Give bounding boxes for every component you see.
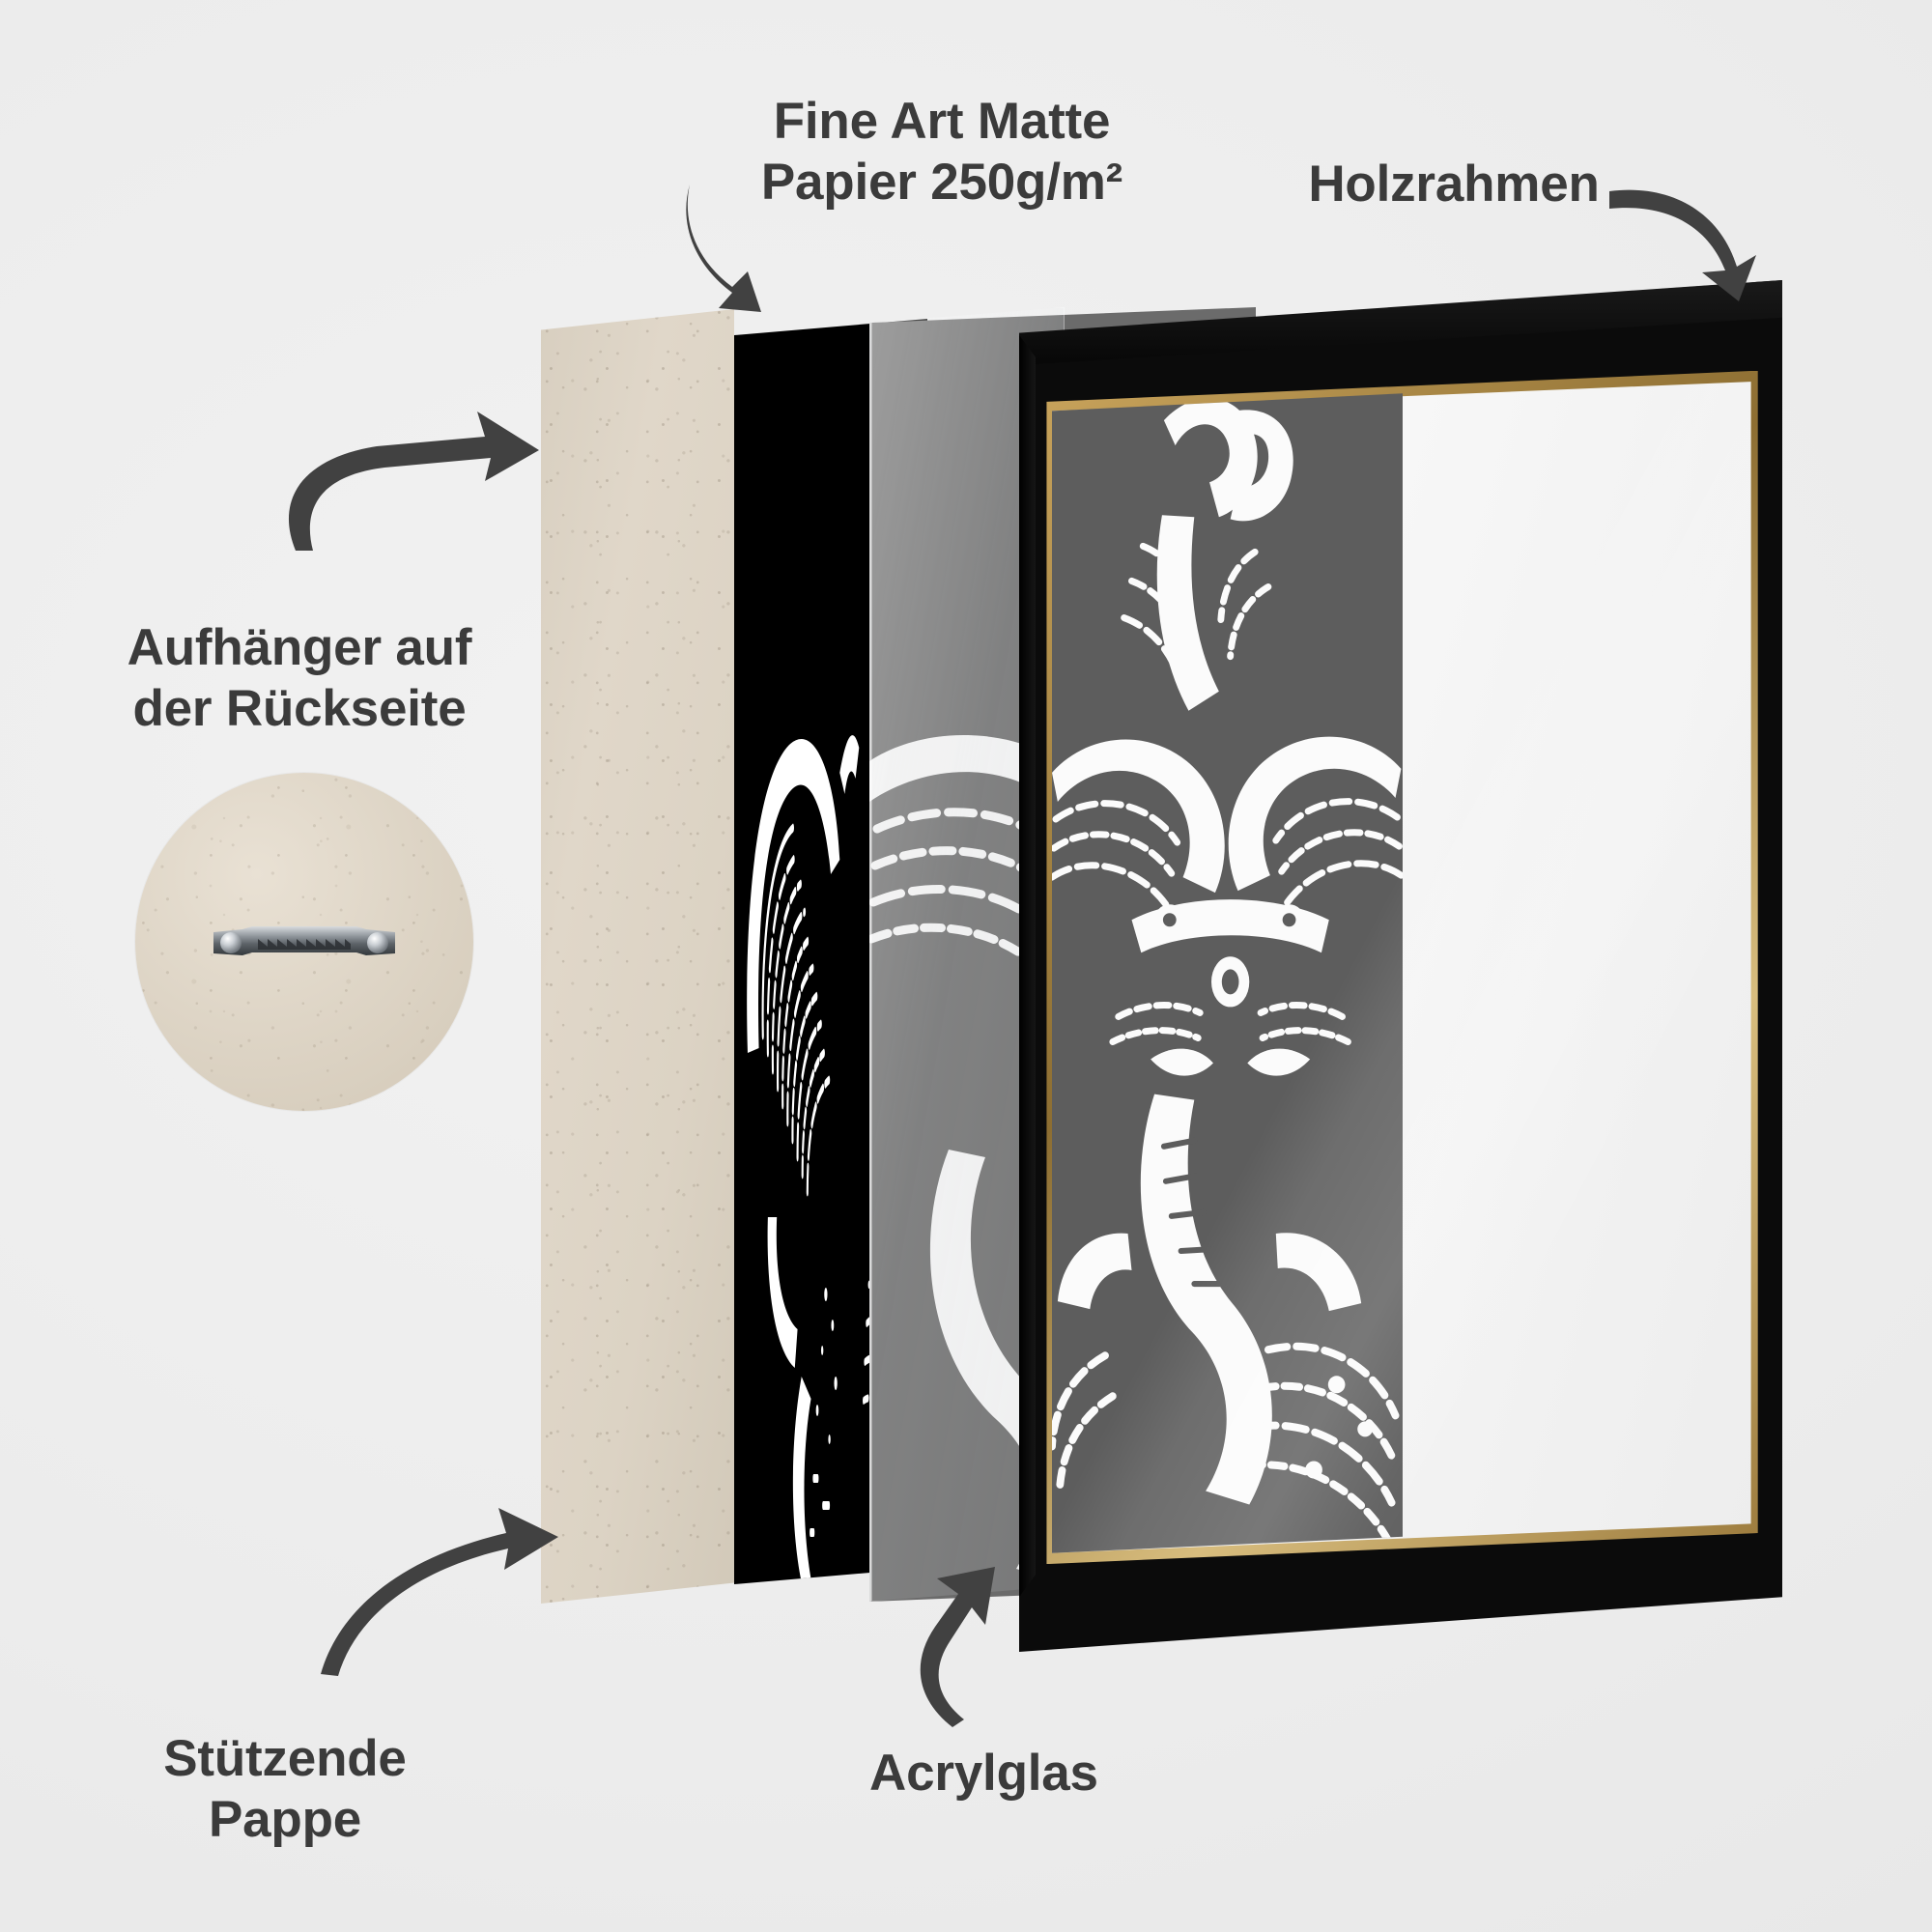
layer-cardboard-backing	[541, 309, 734, 1604]
arrow-to-hanger	[232, 357, 551, 551]
label-hanger: Aufhänger auf der Rückseite	[127, 619, 472, 737]
label-cardboard: Stützende Pappe	[163, 1730, 407, 1848]
hanger-detail-circle	[135, 773, 473, 1111]
framed-artwork	[1051, 393, 1404, 1553]
sawtooth-hanger-icon	[213, 926, 395, 955]
label-frame: Holzrahmen	[1308, 156, 1600, 213]
frame-left-side-edge	[1019, 334, 1037, 1598]
ganesha-artwork-framed	[1051, 398, 1404, 1548]
label-acrylic: Acrylglas	[869, 1745, 1098, 1802]
cardboard-grain-texture	[541, 309, 734, 1604]
layer-wooden-frame	[1019, 280, 1782, 1652]
label-paper: Fine Art Matte Papier 250g/m²	[760, 93, 1123, 211]
